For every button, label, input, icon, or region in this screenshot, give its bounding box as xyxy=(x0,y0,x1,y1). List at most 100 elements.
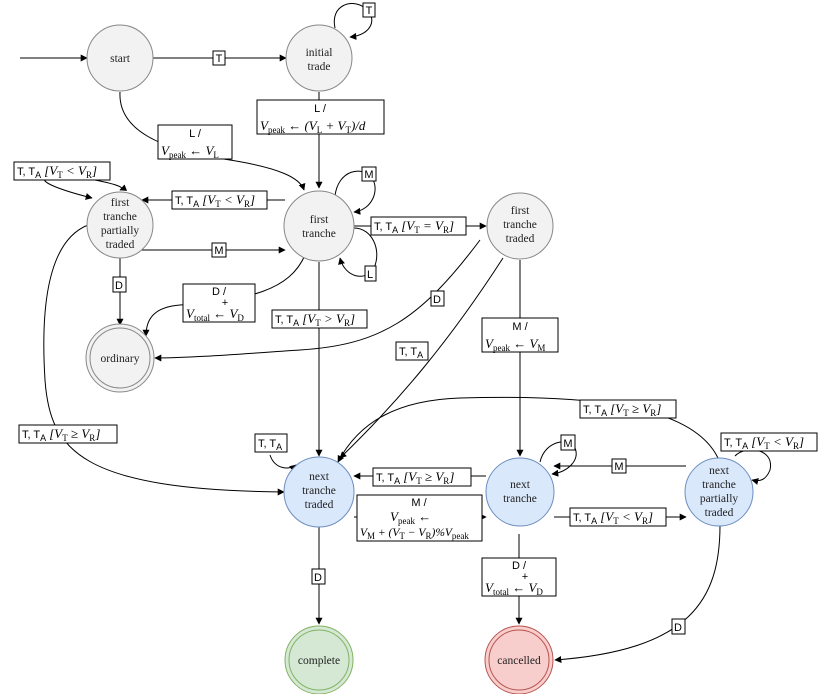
state-complete-label: complete xyxy=(298,655,340,667)
state-ordinary-label: ordinary xyxy=(101,353,140,365)
state-initial-trade[interactable]: initial trade xyxy=(285,24,353,92)
label-nexttranche-nexttraded-text: T, TA [VT ≥ VR] xyxy=(376,469,454,486)
edge-labels: T T M L M D D M xyxy=(13,2,818,635)
label-partial-self: T, TA [VT < VR] xyxy=(13,161,111,181)
label-nexttraded-nexttranche: M / Vpeak ← VM + (VT − VR)%Vpeak xyxy=(356,494,483,542)
label-d-slash: D / xyxy=(512,560,527,572)
label-initial-first: L / Vpeak ← (VL + VT)/d xyxy=(256,99,385,135)
state-next-traded-line3: traded xyxy=(305,499,334,511)
state-first-tranche-line1: first xyxy=(310,214,329,226)
label-firsttraded-nexttranche: M / Vpeak ← VM xyxy=(481,317,559,353)
nodes: start initial trade first tranche first … xyxy=(85,24,754,694)
label-nextpartial-cancelled: D xyxy=(671,618,686,635)
label-initial-formula: Vpeak ← (VL + VT)/d xyxy=(260,118,366,135)
label-first-nexttraded-text: T, TA [VT > VR] xyxy=(275,311,355,328)
label-nexttranche-cancelled: D / + Vtotal ← VD xyxy=(481,557,557,597)
label-nextpartial-nexttranche: M xyxy=(611,458,627,474)
label-nexttranche-nextpartial-text: T, TA [VT < VR] xyxy=(573,509,653,526)
label-partial-ordinary: D xyxy=(112,276,127,293)
state-first-traded-line2: tranche xyxy=(503,219,537,231)
label-m-text: M xyxy=(364,169,373,181)
label-d-text: D xyxy=(674,622,682,634)
label-nextpartial-self-text: T, TA [VT < VR] xyxy=(724,434,804,451)
label-nexttraded-self-text: T, TA xyxy=(258,438,282,452)
label-nexttranche-nexttraded: T, TA [VT ≥ VR] xyxy=(372,467,472,487)
edge-partial-self-b xyxy=(94,179,128,191)
edge-nexttraded-self xyxy=(269,454,297,472)
label-d-text: D xyxy=(433,294,441,306)
label-start-first: L / Vpeak ← VL xyxy=(157,124,233,160)
label-m-text: M xyxy=(563,438,572,450)
label-first-ordinary: D / + Vtotal ← VD xyxy=(182,283,256,323)
label-t-text: T xyxy=(366,5,373,17)
label-first-firsttraded: T, TA [VT = VR] xyxy=(370,216,467,236)
label-l-text: L xyxy=(367,269,373,281)
label-m-text: M xyxy=(614,461,623,473)
label-first-self-m: M xyxy=(361,166,377,182)
state-ordinary[interactable]: ordinary xyxy=(85,323,155,393)
edge-partial-self xyxy=(43,177,93,200)
label-firsttraded-ordinary: D xyxy=(430,290,445,307)
edge-firsttraded-nexttraded xyxy=(339,257,504,459)
label-nexttranche-self: M xyxy=(560,434,576,451)
state-next-tranche-line2: tranche xyxy=(503,493,537,505)
label-partial-self-text: T, TA [VT < VR] xyxy=(17,163,97,180)
state-first-partial-line2: tranche xyxy=(103,211,137,223)
state-first-partial-line4: traded xyxy=(106,239,135,251)
state-first-partial[interactable]: first tranche partially traded xyxy=(86,191,154,259)
label-firsttraded-nexttranche-formula: Vpeak ← VM xyxy=(485,336,545,353)
state-cancelled[interactable]: cancelled xyxy=(484,625,554,694)
state-first-tranche[interactable]: first tranche xyxy=(283,190,355,262)
label-first-firsttraded-text: T, TA [VT = VR] xyxy=(374,218,454,235)
label-partial-first: M xyxy=(211,242,227,258)
label-nexttranche-nextpartial: T, TA [VT < VR] xyxy=(569,507,667,527)
state-first-traded-line3: traded xyxy=(506,233,535,245)
label-d-text: D xyxy=(314,572,322,584)
state-first-traded-line1: first xyxy=(511,205,530,217)
label-partial-nexttraded: T, TA [VT ≥ VR] xyxy=(18,424,118,444)
label-first-partial: T, TA [VT < VR] xyxy=(171,190,268,210)
label-nexttraded-nexttranche-line2: Vpeak ← xyxy=(390,509,431,526)
label-first-partial-text: T, TA [VT < VR] xyxy=(175,192,255,209)
state-first-tranche-line2: tranche xyxy=(302,228,336,240)
state-next-partial-line3: partially xyxy=(700,493,739,505)
state-next-traded[interactable]: next tranche traded xyxy=(283,456,355,528)
state-first-traded[interactable]: first tranche traded xyxy=(486,192,554,260)
label-d-slash: D / xyxy=(212,286,227,298)
label-d-text: D xyxy=(115,280,123,292)
state-next-traded-line2: tranche xyxy=(302,485,336,497)
edge-partial-nexttraded xyxy=(43,224,285,496)
edge-nextpartial-nexttraded xyxy=(337,396,719,463)
label-m-text: M xyxy=(214,245,223,257)
state-cancelled-label: cancelled xyxy=(497,655,541,667)
label-nextpartial-nexttraded-text: T, TA [VT ≥ VR] xyxy=(583,401,661,418)
label-initial-self: T xyxy=(362,2,376,18)
state-first-partial-line1: first xyxy=(111,197,130,209)
label-firsttraded-nexttraded: T, TA xyxy=(395,341,429,361)
state-next-partial[interactable]: next tranche partially traded xyxy=(684,457,754,527)
state-start[interactable]: start xyxy=(86,24,154,92)
label-m-slash: M / xyxy=(411,497,427,509)
label-nextpartial-self: T, TA [VT < VR] xyxy=(720,432,818,452)
label-nexttraded-self: T, TA xyxy=(254,433,288,453)
label-nexttraded-complete: D xyxy=(311,568,326,585)
state-start-label: start xyxy=(110,53,131,65)
edge-nextpartial-cancelled xyxy=(554,524,721,664)
label-m-slash: M / xyxy=(512,321,528,333)
state-complete[interactable]: complete xyxy=(284,625,354,694)
label-firsttraded-nexttraded-text: T, TA xyxy=(399,346,423,360)
label-start-formula: Vpeak ← VL xyxy=(161,143,219,160)
state-first-partial-line3: partially xyxy=(101,225,140,237)
state-initial-trade-line1: initial xyxy=(306,47,333,59)
label-first-ordinary-formula: Vtotal ← VD xyxy=(186,306,244,323)
state-next-tranche[interactable]: next tranche xyxy=(485,457,555,527)
state-next-partial-line1: next xyxy=(709,465,730,477)
label-nextpartial-nexttraded: T, TA [VT ≥ VR] xyxy=(579,399,677,419)
state-next-partial-line4: traded xyxy=(705,507,734,519)
label-plus: + xyxy=(222,297,228,309)
label-partial-nexttraded-text: T, TA [VT ≥ VR] xyxy=(22,426,100,443)
state-next-traded-line1: next xyxy=(309,471,330,483)
label-t-text: T xyxy=(216,53,223,65)
label-first-nexttraded: T, TA [VT > VR] xyxy=(271,309,368,329)
